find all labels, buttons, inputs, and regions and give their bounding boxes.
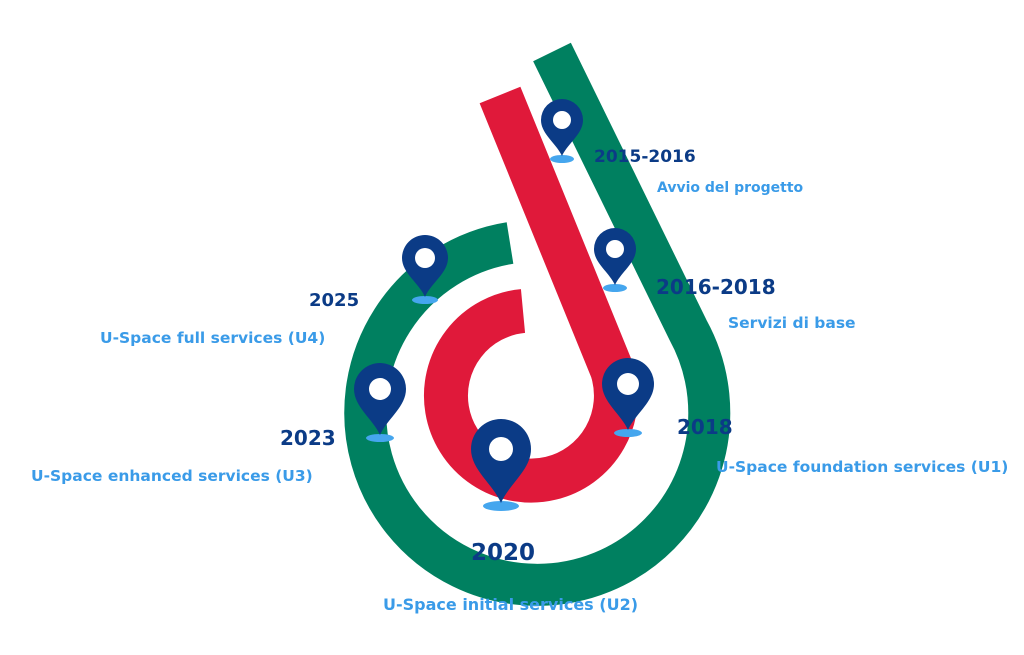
map-marker-icon	[594, 228, 636, 292]
year-2020: 2020	[471, 540, 536, 566]
year-2023: 2023	[280, 426, 336, 450]
year-2025: 2025	[309, 290, 360, 311]
map-marker-icon	[602, 358, 654, 437]
green-track	[344, 42, 731, 606]
label-avvio-del-progetto: Avvio del progetto	[657, 180, 804, 196]
map-marker-icon	[541, 99, 583, 163]
year-2018: 2018	[677, 415, 733, 439]
label-u3: U-Space enhanced services (U3)	[31, 467, 313, 485]
map-marker-icon	[354, 363, 406, 442]
label-u2: U-Space initial services (U2)	[383, 595, 639, 614]
map-marker-icon	[471, 419, 531, 511]
label-u4: U-Space full services (U4)	[100, 329, 326, 347]
year-2015-2016: 2015-2016	[594, 147, 696, 167]
label-u1: U-Space foundation services (U1)	[716, 458, 1009, 476]
year-2016-2018: 2016-2018	[656, 275, 776, 299]
label-servizi-di-base: Servizi di base	[728, 314, 856, 332]
map-marker-icon	[402, 235, 448, 304]
